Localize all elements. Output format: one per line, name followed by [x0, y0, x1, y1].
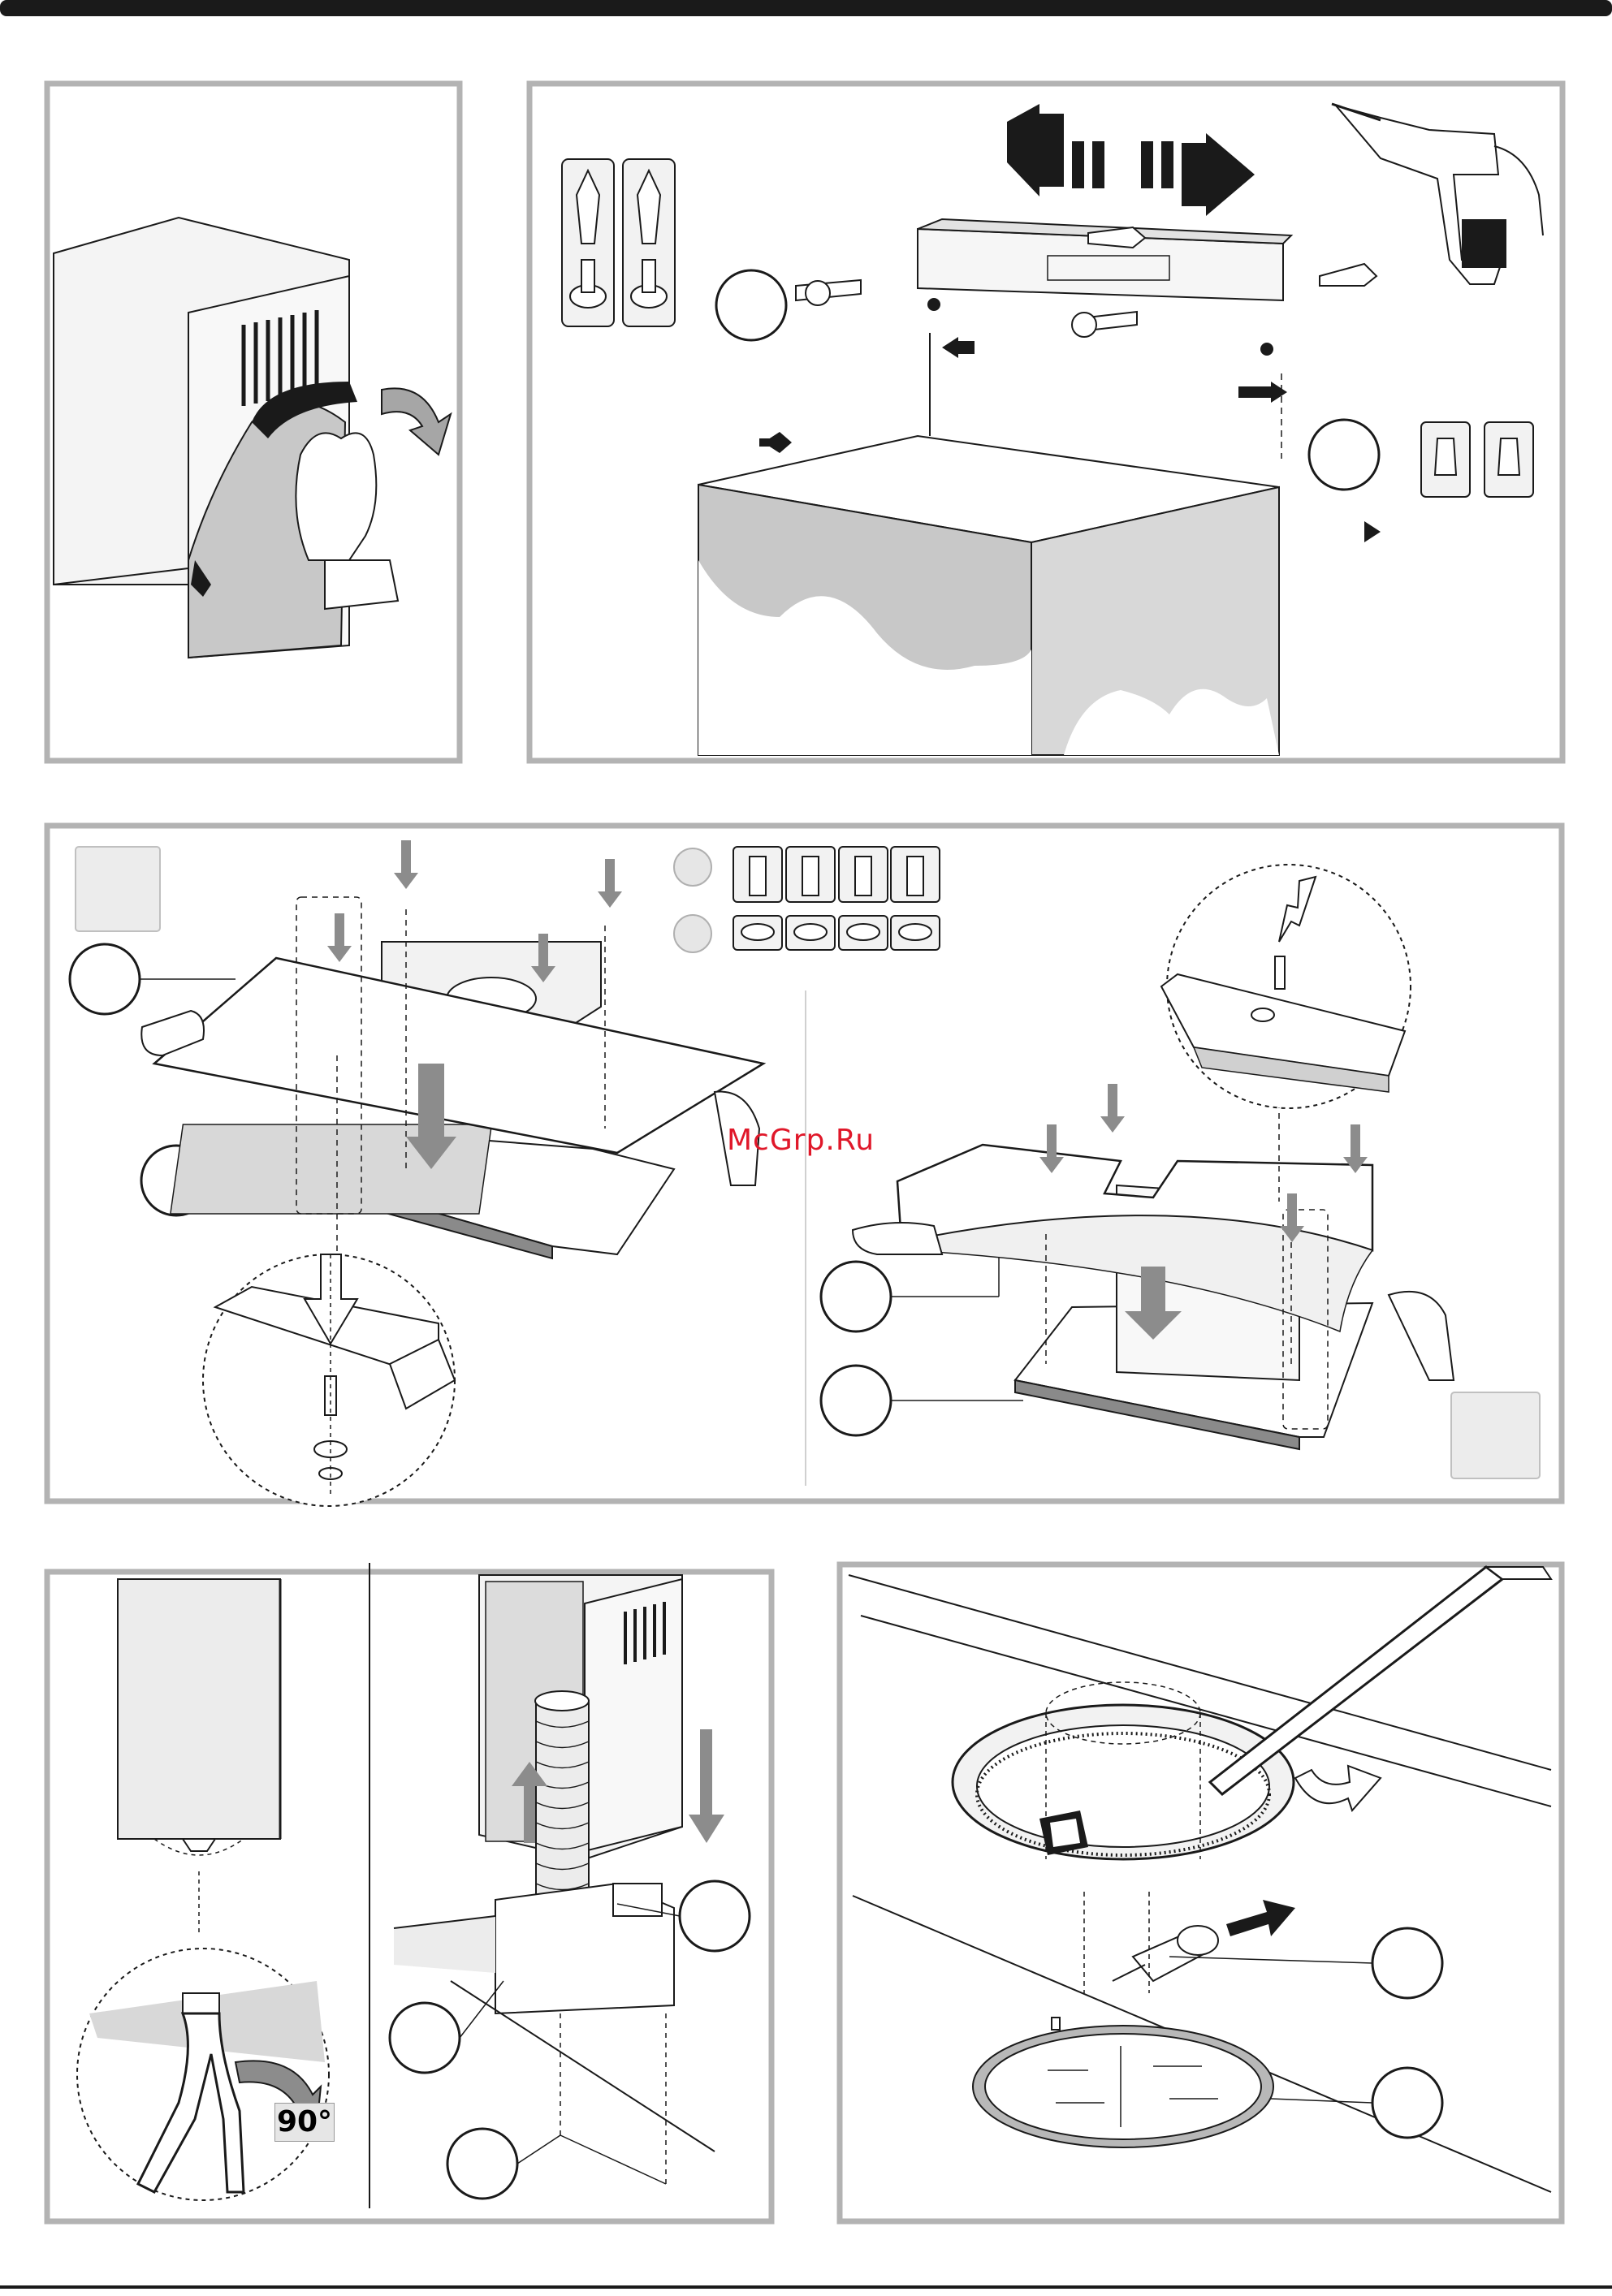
callout-circle — [680, 1881, 750, 1951]
bottom-rule — [0, 2285, 1612, 2289]
callout-circle — [1372, 1928, 1442, 1998]
panel-duct-and-chimney — [47, 1563, 771, 2221]
panel-remove-cover — [47, 84, 460, 761]
right-arrow-icon — [1226, 1900, 1295, 1936]
panel-glass-panel-fitting — [47, 826, 1562, 1506]
callout-circle — [821, 1366, 891, 1435]
callout-circle — [716, 270, 786, 340]
lamp-cover-icon — [973, 2018, 1273, 2147]
callout-circle — [1309, 420, 1379, 490]
washer-icon — [733, 916, 940, 950]
callout-circle — [70, 944, 140, 1014]
top-bar — [0, 0, 1612, 16]
drill-icon — [1332, 104, 1543, 284]
screwdriver-icon — [1210, 1567, 1502, 1794]
double-arrow-icon — [1007, 104, 1255, 216]
callout-circle — [821, 1262, 891, 1331]
callout-circle — [447, 2129, 517, 2199]
screw-icon — [733, 847, 940, 902]
placeholder-box — [76, 847, 160, 931]
flexible-duct-icon — [535, 1691, 589, 1920]
halogen-bulb-icon — [1113, 1926, 1218, 1981]
placeholder-box — [1451, 1392, 1540, 1478]
watermark: McGrp.Ru — [727, 1124, 875, 1157]
callout-circle — [1372, 2068, 1442, 2138]
curved-arrow-icon — [382, 388, 451, 455]
hand-icon — [853, 1223, 942, 1254]
callout-circle — [390, 2003, 460, 2073]
panel-lamp-replacement — [840, 1564, 1562, 2221]
panel-bracket-wall-fixing — [529, 84, 1562, 761]
hand-icon — [1389, 1292, 1454, 1380]
rotation-label: 90° — [274, 2103, 335, 2142]
down-arrow-icon — [689, 1729, 724, 1843]
gloved-hand-icon — [296, 433, 376, 560]
